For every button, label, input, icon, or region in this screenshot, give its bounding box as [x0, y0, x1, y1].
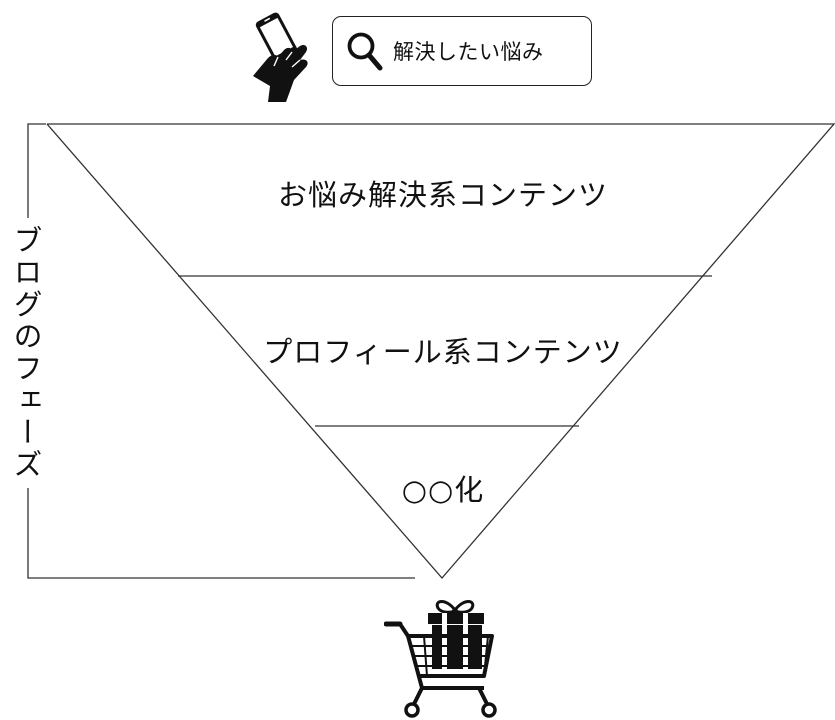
tier-label-profile-content: プロフィール系コンテンツ — [263, 335, 623, 369]
search-query-text: 解決したい悩み — [393, 40, 544, 64]
funnel-triangle — [46, 123, 835, 579]
search-box: 解決したい悩み — [332, 16, 592, 86]
magnifier-icon — [347, 32, 383, 71]
phase-label: ブログのフェーズ — [6, 218, 46, 488]
tier-label-conversion: ○○化 — [401, 473, 485, 507]
hand-holding-smartphone-icon — [253, 12, 308, 102]
shopping-cart-with-gift-icon — [384, 600, 497, 718]
tier-label-worry-content: お悩み解決系コンテンツ — [277, 178, 609, 212]
